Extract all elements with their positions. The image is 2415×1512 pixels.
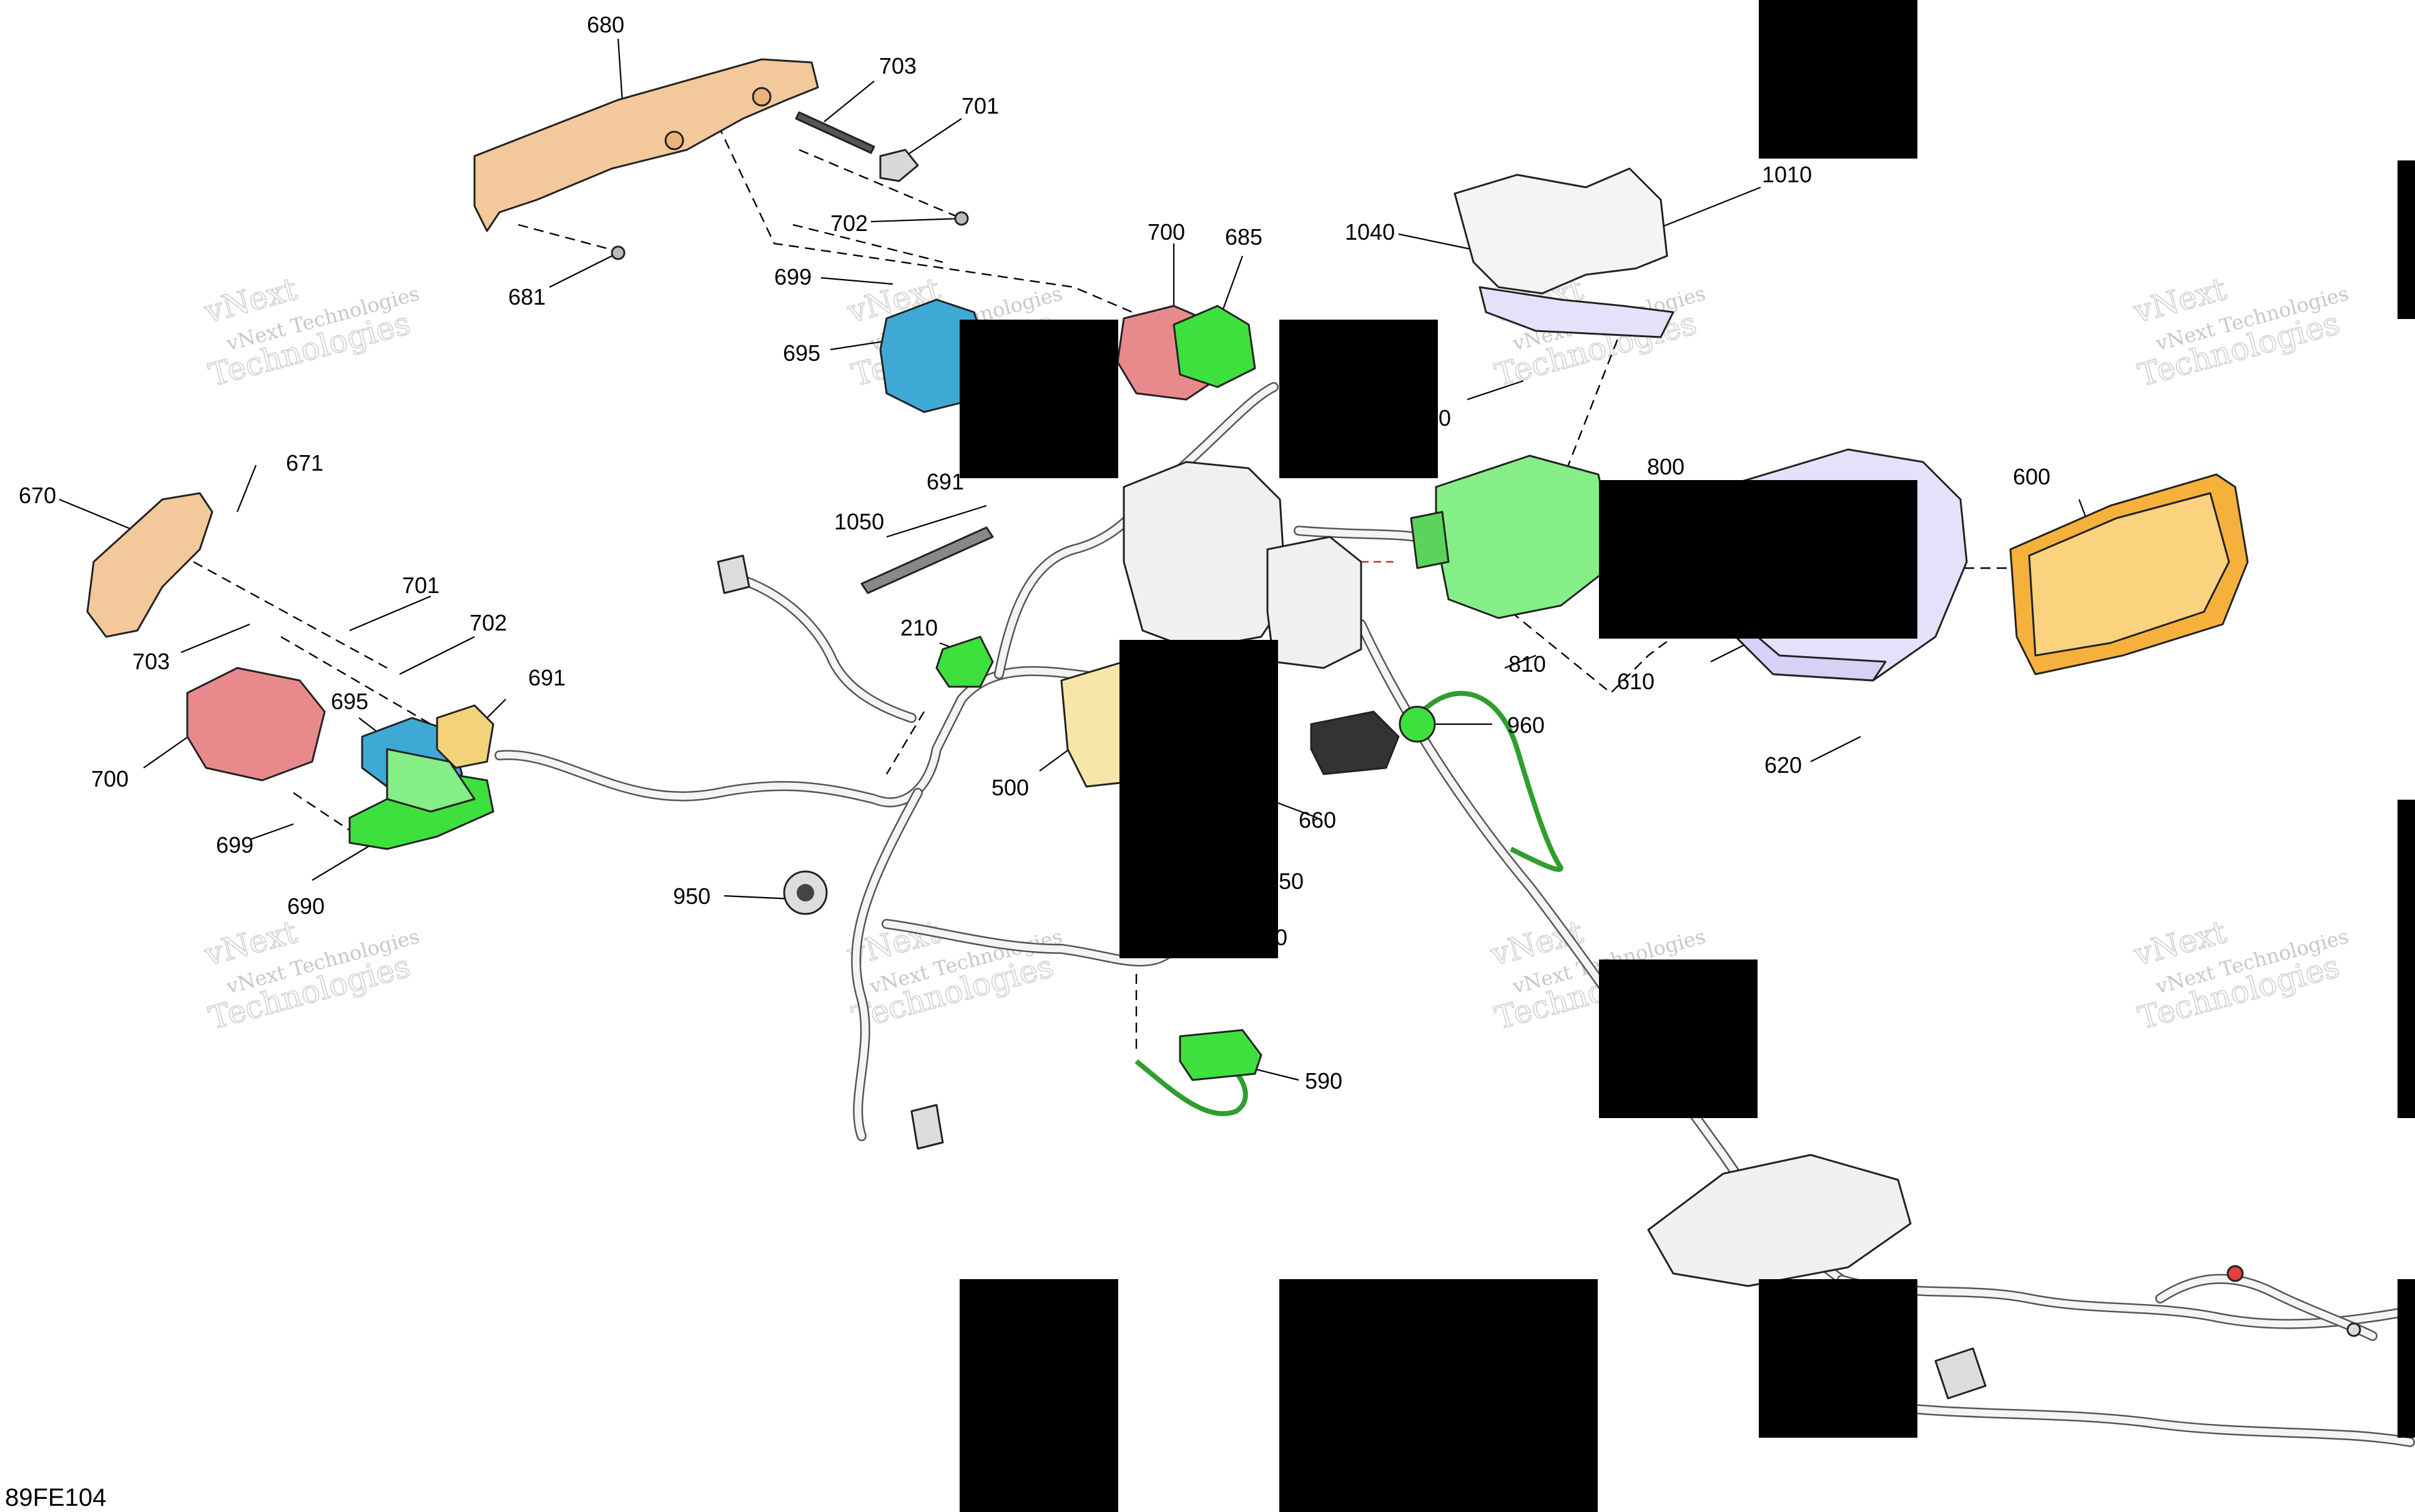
callout-690: 690 <box>287 893 325 919</box>
callout-703: 703 <box>879 53 917 79</box>
callout-671: 671 <box>286 450 323 476</box>
terminal-ring <box>2226 1265 2244 1282</box>
callout-670: 670 <box>19 483 56 508</box>
redaction-box <box>960 320 1118 478</box>
callout-703: 703 <box>132 649 170 674</box>
bracket-680 <box>473 58 819 232</box>
callout-960: 960 <box>1507 712 1545 738</box>
module-800-connector <box>1410 511 1450 569</box>
callout-810: 810 <box>1508 651 1546 677</box>
callout-660: 660 <box>1299 807 1336 833</box>
terminal-ring <box>2346 1322 2361 1337</box>
connector-960-black <box>1310 710 1400 775</box>
watermark-4: vNext vNext Technologies Technologies <box>2129 270 2351 394</box>
redaction-box <box>1279 320 1438 478</box>
redaction-box <box>1759 1279 1917 1438</box>
callout-950: 950 <box>673 883 711 909</box>
bracket-1010 <box>1453 167 1668 295</box>
strip-1050 <box>860 526 994 594</box>
callout-681: 681 <box>508 284 546 310</box>
callout-699: 699 <box>774 264 812 290</box>
redaction-box <box>2398 800 2415 1118</box>
callout-620: 620 <box>1764 752 1802 778</box>
redaction-box <box>2398 1279 2415 1438</box>
callout-695: 695 <box>331 689 368 714</box>
diagram-id-label: 89FE104 <box>5 1484 107 1511</box>
module-800 <box>1435 454 1618 619</box>
sensor-960 <box>1399 705 1436 743</box>
bolt-703 <box>795 111 875 154</box>
watermark-8: vNext vNext Technologies Technologies <box>2129 913 2351 1037</box>
bracket-670 <box>86 492 214 638</box>
callout-1040: 1040 <box>1345 219 1395 245</box>
redactions <box>960 0 2415 1512</box>
connector-210 <box>935 636 994 688</box>
callout-691: 691 <box>927 469 964 494</box>
bracket-680-boss <box>664 130 684 150</box>
callout-1010: 1010 <box>1762 162 1812 187</box>
callout-600: 600 <box>2013 464 2050 489</box>
callout-701: 701 <box>962 93 999 119</box>
callout-702: 702 <box>470 610 507 636</box>
fuse-module-bottom-right <box>1647 1154 1912 1287</box>
redaction-box <box>1119 640 1278 958</box>
redaction-box <box>1759 0 1917 159</box>
callout-50: 50 <box>1279 868 1304 894</box>
relay-700-left <box>186 667 326 782</box>
bracket-1010-plate <box>1478 286 1675 338</box>
relay-block-center <box>1123 461 1287 650</box>
connector-691 <box>436 704 494 769</box>
connector-bottom-right <box>1934 1347 1987 1400</box>
callout-691: 691 <box>528 665 566 690</box>
relay-base-left <box>386 748 476 813</box>
wiring-harness <box>494 382 2415 1447</box>
connector-upper-left <box>717 554 750 594</box>
callout-699: 699 <box>216 832 253 858</box>
cluster-600-face <box>2028 492 2230 657</box>
callout-695: 695 <box>783 340 820 366</box>
sensor-950-center <box>797 884 814 901</box>
callout-500: 500 <box>991 775 1029 800</box>
control-box-center <box>1266 536 1362 669</box>
redaction-box <box>1599 480 1917 639</box>
callouts: 680 703 701 702 681 699 695 700 685 691 … <box>19 12 2050 1094</box>
callout-700: 700 <box>1148 219 1185 245</box>
callout-702: 702 <box>830 210 868 236</box>
callout-610: 610 <box>1617 669 1655 694</box>
callout-701: 701 <box>402 572 440 598</box>
callout-1050: 1050 <box>834 509 884 534</box>
redaction-box <box>2398 160 2415 319</box>
watermark-1: vNext vNext Technologies Technologies <box>200 270 422 394</box>
callout-0: 0 <box>1275 925 1287 950</box>
switch-590 <box>1179 1029 1262 1081</box>
redaction-box <box>1279 1279 1598 1512</box>
screw-681 <box>611 245 626 260</box>
callout-680: 680 <box>587 12 624 37</box>
callout-590: 590 <box>1305 1068 1342 1094</box>
bracket-680-boss <box>752 87 772 107</box>
connector-685 <box>1173 305 1256 388</box>
washer-701 <box>879 149 919 182</box>
callout-700: 700 <box>91 766 129 792</box>
callout-210: 210 <box>900 615 938 641</box>
callout-685: 685 <box>1225 224 1262 250</box>
nut-702 <box>954 211 969 226</box>
connector-bottom-left <box>910 1104 944 1150</box>
redaction-box <box>960 1279 1118 1512</box>
callout-800: 800 <box>1647 454 1685 479</box>
redaction-box <box>1599 960 1758 1118</box>
